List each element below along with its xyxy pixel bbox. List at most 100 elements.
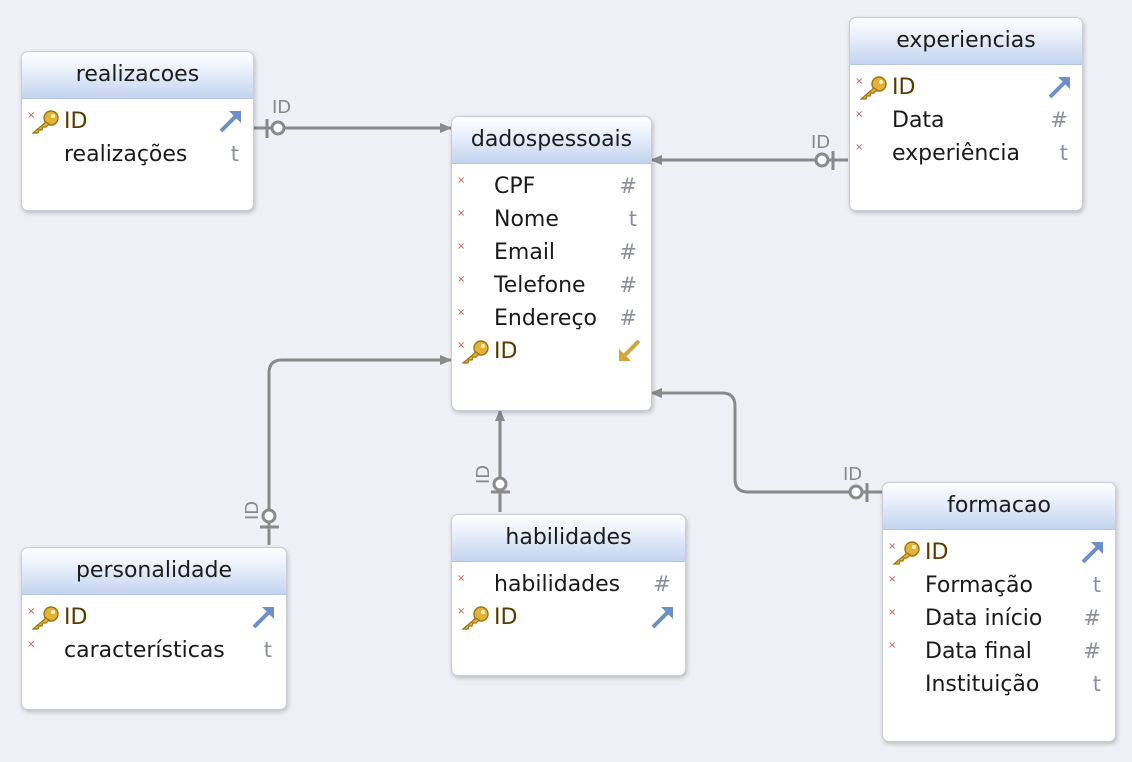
primary-key-icon (461, 340, 489, 364)
field-name: realizações (64, 142, 188, 167)
field-type: t (1092, 672, 1101, 696)
not-null-marker: × (457, 573, 466, 584)
field-row[interactable]: × Data # (850, 104, 1082, 137)
field-row[interactable]: × ID (883, 536, 1115, 569)
table-dadospessoais[interactable]: dadospessoais × CPF # × Nome t × Email # × Telefon… (451, 116, 652, 411)
not-null-marker: × (27, 110, 36, 121)
field-row[interactable]: × ID (22, 601, 286, 634)
not-null-marker: × (888, 607, 897, 618)
field-name: ID (64, 109, 88, 134)
field-row[interactable]: × Email # (452, 236, 651, 269)
table-title: habilidades (452, 515, 685, 562)
field-row[interactable]: × ID (452, 335, 651, 368)
field-row[interactable]: × Endereço # (452, 302, 651, 335)
relation-label: ID (473, 465, 494, 484)
table-title: dadospessoais (452, 117, 651, 164)
table-formacao[interactable]: formacao × ID × Formação t × Data início # × Da… (882, 482, 1116, 742)
not-null-marker: × (457, 606, 466, 617)
not-null-marker: × (457, 208, 466, 219)
field-type: # (619, 174, 637, 198)
relation-formacao-dadospessoais[interactable] (650, 388, 882, 502)
table-habilidades[interactable]: habilidades × habilidades # × ID (451, 514, 686, 676)
relation-label: ID (811, 132, 830, 153)
field-name: Email (494, 240, 556, 265)
field-type: # (1050, 108, 1068, 132)
not-null-marker: × (457, 274, 466, 285)
not-null-marker: × (457, 175, 466, 186)
field-type: t (628, 207, 637, 231)
primary-key-icon (892, 541, 920, 565)
relation-experiencias-dadospessoais[interactable] (650, 151, 848, 170)
field-row[interactable]: realizações t (22, 138, 253, 171)
field-row[interactable]: ×Data início# (883, 602, 1115, 635)
relation-label: ID (843, 464, 862, 485)
link-out-arrow-icon (651, 607, 673, 629)
not-null-marker: × (457, 241, 466, 252)
field-name: ID (64, 605, 88, 630)
field-row[interactable]: × ID (850, 71, 1082, 104)
not-null-marker: × (855, 76, 864, 87)
field-name: Formação (925, 573, 1033, 598)
not-null-marker: × (855, 142, 864, 153)
field-row[interactable]: × Data final # (883, 635, 1115, 668)
table-realizacoes[interactable]: realizacoes × ID realizações t (21, 51, 254, 211)
field-row[interactable]: × CPF # (452, 170, 651, 203)
table-title: personalidade (22, 548, 286, 595)
field-row[interactable]: × habilidades # (452, 568, 685, 601)
link-out-arrow-icon (1081, 542, 1103, 564)
field-name: Data (892, 108, 945, 133)
primary-key-icon (31, 606, 59, 630)
field-name: Endereço (494, 306, 597, 331)
primary-key-icon (859, 76, 887, 100)
table-title: experiencias (850, 18, 1082, 65)
not-null-marker: × (457, 307, 466, 318)
field-name: ID (494, 605, 518, 630)
primary-key-icon (461, 606, 489, 630)
not-null-marker: × (855, 109, 864, 120)
field-name: Telefone (494, 273, 586, 298)
field-name: Nome (494, 207, 559, 232)
field-name: Data início (925, 606, 1043, 631)
field-name: ID (892, 75, 916, 100)
field-type: # (619, 240, 637, 264)
field-row[interactable]: × ID (452, 601, 685, 634)
table-title: formacao (883, 483, 1115, 530)
table-title: realizacoes (22, 52, 253, 99)
not-null-marker: × (888, 541, 897, 552)
field-type: t (1092, 573, 1101, 597)
relation-realizacoes-dadospessoais[interactable] (253, 119, 452, 138)
field-row[interactable]: × ID (22, 105, 253, 138)
field-name: ID (494, 339, 518, 364)
field-row[interactable]: × Nome t (452, 203, 651, 236)
field-type: # (653, 572, 671, 596)
field-type: # (1083, 639, 1101, 663)
relation-label: ID (272, 97, 291, 118)
relation-label: ID (242, 501, 263, 520)
field-type: # (619, 273, 637, 297)
primary-key-icon (31, 110, 59, 134)
field-row[interactable]: × Telefone # (452, 269, 651, 302)
relation-habilidades-dadospessoais[interactable] (491, 409, 510, 512)
field-type: t (230, 142, 239, 166)
link-out-arrow-icon (1048, 77, 1070, 99)
link-in-arrow-icon (619, 339, 641, 361)
not-null-marker: × (888, 640, 897, 651)
field-row[interactable]: × Formação t (883, 569, 1115, 602)
relation-personalidade-dadospessoais[interactable] (260, 355, 452, 545)
not-null-marker: × (888, 574, 897, 585)
field-name: ID (925, 540, 949, 565)
field-name: habilidades (494, 572, 621, 597)
not-null-marker: × (27, 606, 36, 617)
not-null-marker: × (27, 639, 36, 650)
field-name: CPF (494, 174, 536, 199)
field-type: # (619, 306, 637, 330)
field-name: características (64, 638, 225, 663)
field-name: experiência (892, 141, 1020, 166)
field-name: Data final (925, 639, 1032, 664)
